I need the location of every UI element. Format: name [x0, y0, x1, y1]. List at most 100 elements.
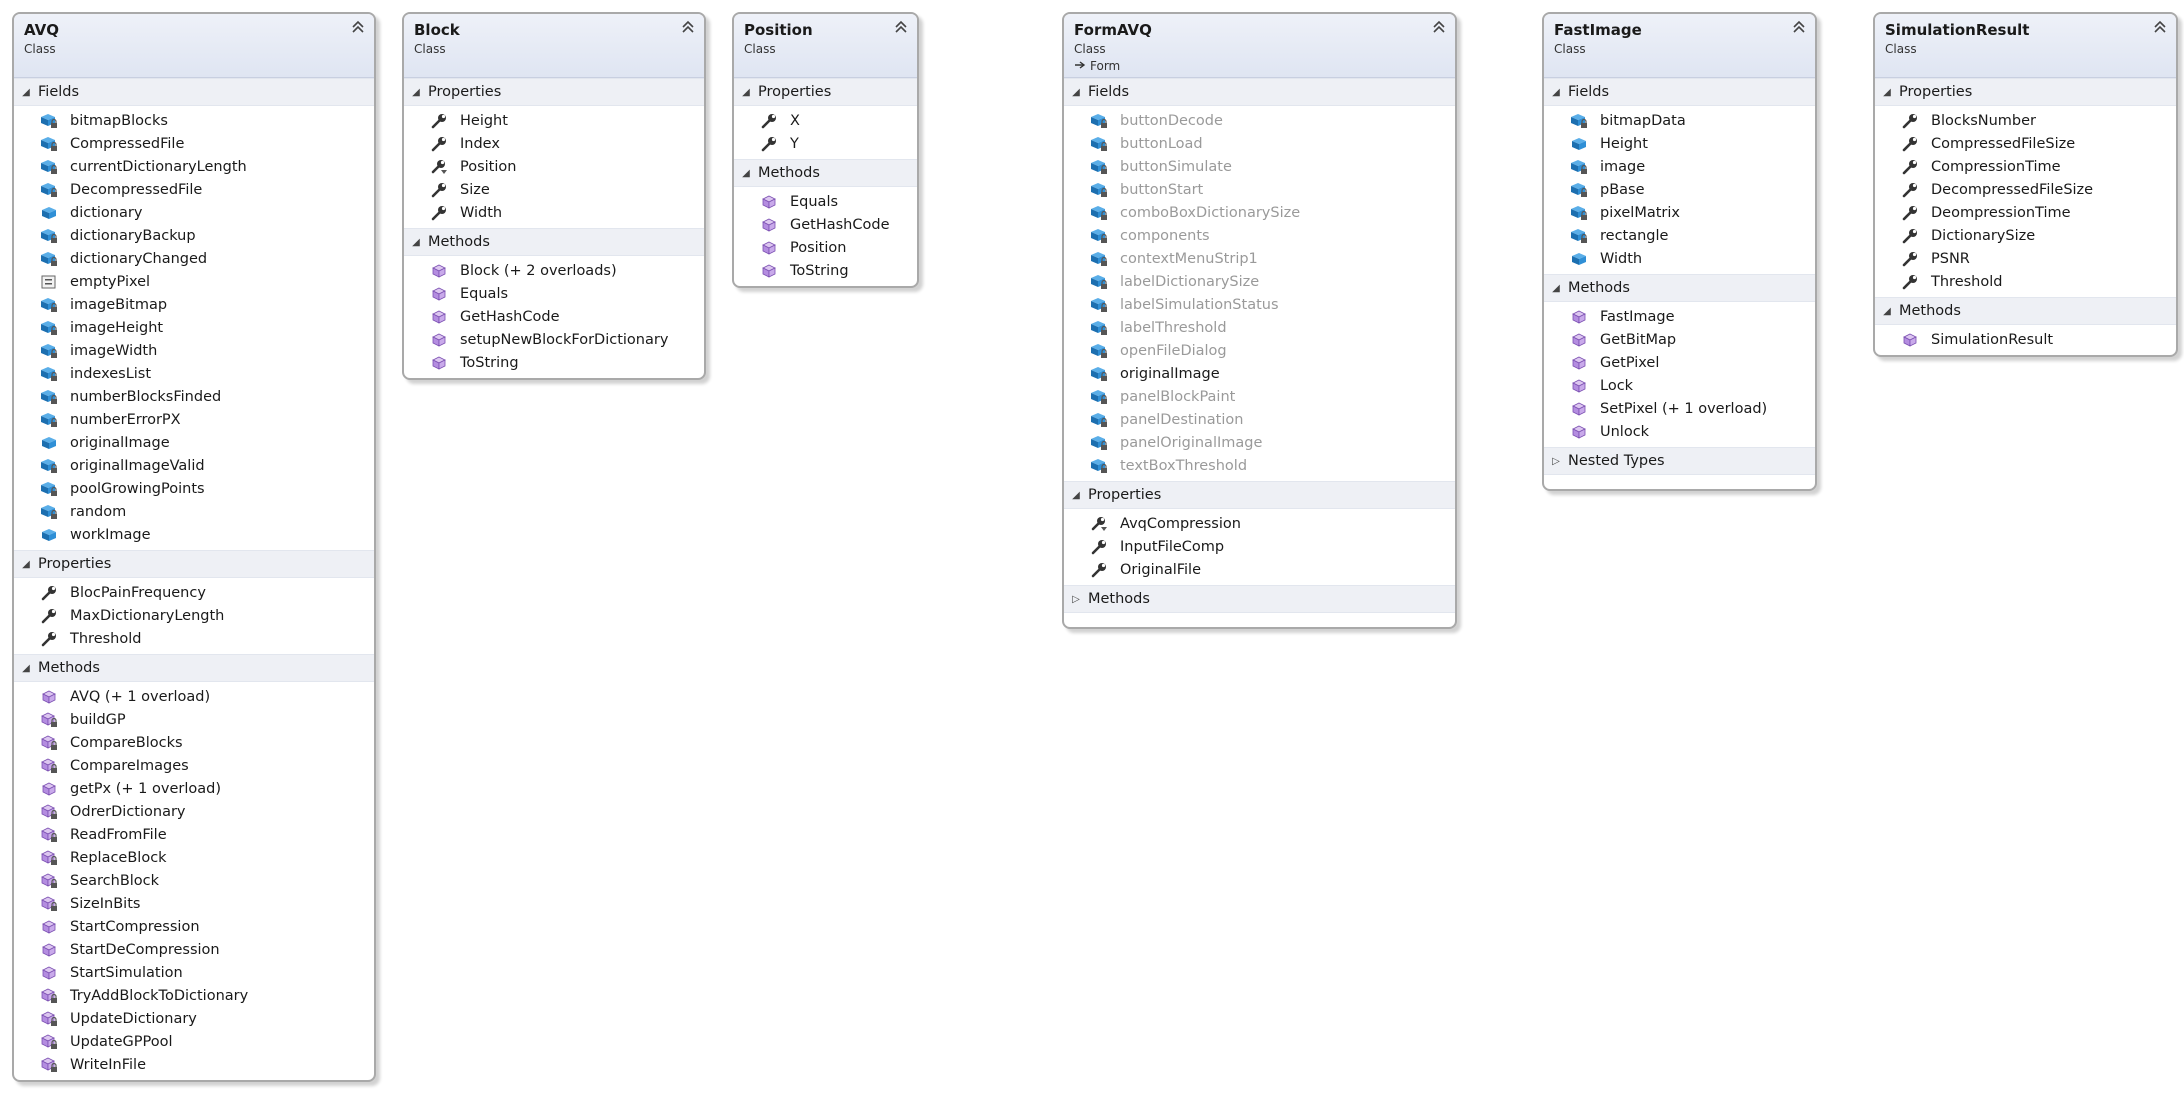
- member-row[interactable]: BlocksNumber: [1875, 109, 2176, 132]
- section-header-methods[interactable]: ◢Methods: [14, 654, 374, 682]
- expanded-triangle-icon[interactable]: ◢: [1883, 86, 1891, 98]
- member-row[interactable]: numberBlocksFinded: [14, 385, 374, 408]
- expanded-triangle-icon[interactable]: ◢: [1072, 489, 1080, 501]
- member-row[interactable]: CompressionTime: [1875, 155, 2176, 178]
- section-header-methods[interactable]: ▷Methods: [1064, 585, 1455, 613]
- member-row[interactable]: SizeInBits: [14, 892, 374, 915]
- member-row[interactable]: workImage: [14, 523, 374, 546]
- expanded-triangle-icon[interactable]: ◢: [1552, 282, 1560, 294]
- member-row[interactable]: Size: [404, 178, 704, 201]
- member-row[interactable]: imageWidth: [14, 339, 374, 362]
- collapsed-triangle-icon[interactable]: ▷: [1552, 455, 1560, 467]
- member-row[interactable]: Threshold: [14, 627, 374, 650]
- member-row[interactable]: WriteInFile: [14, 1053, 374, 1076]
- member-row[interactable]: textBoxThreshold: [1064, 454, 1455, 477]
- member-row[interactable]: buttonSimulate: [1064, 155, 1455, 178]
- member-row[interactable]: pixelMatrix: [1544, 201, 1815, 224]
- section-header-methods[interactable]: ◢Methods: [1544, 274, 1815, 302]
- member-row[interactable]: originalImage: [14, 431, 374, 454]
- section-header-fields[interactable]: ◢Fields: [1064, 78, 1455, 106]
- section-header-properties[interactable]: ◢Properties: [1064, 481, 1455, 509]
- member-row[interactable]: X: [734, 109, 917, 132]
- member-row[interactable]: imageHeight: [14, 316, 374, 339]
- expanded-triangle-icon[interactable]: ◢: [412, 86, 420, 98]
- member-row[interactable]: panelBlockPaint: [1064, 385, 1455, 408]
- member-row[interactable]: UpdateDictionary: [14, 1007, 374, 1030]
- member-row[interactable]: indexesList: [14, 362, 374, 385]
- member-row[interactable]: OriginalFile: [1064, 558, 1455, 581]
- section-header-properties[interactable]: ◢Properties: [734, 78, 917, 106]
- expanded-triangle-icon[interactable]: ◢: [412, 236, 420, 248]
- member-row[interactable]: currentDictionaryLength: [14, 155, 374, 178]
- member-row[interactable]: Width: [404, 201, 704, 224]
- member-row[interactable]: dictionary: [14, 201, 374, 224]
- expanded-triangle-icon[interactable]: ◢: [22, 662, 30, 674]
- expanded-triangle-icon[interactable]: ◢: [742, 86, 750, 98]
- member-row[interactable]: buttonDecode: [1064, 109, 1455, 132]
- member-row[interactable]: bitmapBlocks: [14, 109, 374, 132]
- member-row[interactable]: originalImage: [1064, 362, 1455, 385]
- member-row[interactable]: buildGP: [14, 708, 374, 731]
- collapse-class-icon[interactable]: [351, 19, 365, 35]
- section-header-nested-types[interactable]: ▷Nested Types: [1544, 447, 1815, 475]
- collapse-class-icon[interactable]: [1432, 19, 1446, 35]
- member-row[interactable]: random: [14, 500, 374, 523]
- member-row[interactable]: Height: [404, 109, 704, 132]
- member-row[interactable]: CompareImages: [14, 754, 374, 777]
- section-header-methods[interactable]: ◢Methods: [404, 228, 704, 256]
- member-row[interactable]: Y: [734, 132, 917, 155]
- member-row[interactable]: ToString: [734, 259, 917, 282]
- member-row[interactable]: BlocPainFrequency: [14, 581, 374, 604]
- member-row[interactable]: bitmapData: [1544, 109, 1815, 132]
- section-header-methods[interactable]: ◢Methods: [734, 159, 917, 187]
- member-row[interactable]: DecompressedFileSize: [1875, 178, 2176, 201]
- member-row[interactable]: poolGrowingPoints: [14, 477, 374, 500]
- member-row[interactable]: SearchBlock: [14, 869, 374, 892]
- member-row[interactable]: OdrerDictionary: [14, 800, 374, 823]
- member-row[interactable]: DictionarySize: [1875, 224, 2176, 247]
- expanded-triangle-icon[interactable]: ◢: [1552, 86, 1560, 98]
- collapse-class-icon[interactable]: [894, 19, 908, 35]
- member-row[interactable]: components: [1064, 224, 1455, 247]
- expanded-triangle-icon[interactable]: ◢: [1072, 86, 1080, 98]
- member-row[interactable]: labelDictionarySize: [1064, 270, 1455, 293]
- member-row[interactable]: Index: [404, 132, 704, 155]
- member-row[interactable]: StartDeCompression: [14, 938, 374, 961]
- member-row[interactable]: ReadFromFile: [14, 823, 374, 846]
- expanded-triangle-icon[interactable]: ◢: [1883, 305, 1891, 317]
- member-row[interactable]: CompressedFile: [14, 132, 374, 155]
- member-row[interactable]: dictionaryChanged: [14, 247, 374, 270]
- member-row[interactable]: numberErrorPX: [14, 408, 374, 431]
- member-row[interactable]: PSNR: [1875, 247, 2176, 270]
- member-row[interactable]: SetPixel (+ 1 overload): [1544, 397, 1815, 420]
- member-row[interactable]: SimulationResult: [1875, 328, 2176, 351]
- member-row[interactable]: Height: [1544, 132, 1815, 155]
- member-row[interactable]: CompareBlocks: [14, 731, 374, 754]
- member-row[interactable]: Threshold: [1875, 270, 2176, 293]
- member-row[interactable]: dictionaryBackup: [14, 224, 374, 247]
- member-row[interactable]: Equals: [734, 190, 917, 213]
- member-row[interactable]: CompressedFileSize: [1875, 132, 2176, 155]
- member-row[interactable]: openFileDialog: [1064, 339, 1455, 362]
- member-row[interactable]: buttonStart: [1064, 178, 1455, 201]
- member-row[interactable]: Position: [734, 236, 917, 259]
- member-row[interactable]: panelDestination: [1064, 408, 1455, 431]
- member-row[interactable]: buttonLoad: [1064, 132, 1455, 155]
- expanded-triangle-icon[interactable]: ◢: [742, 167, 750, 179]
- member-row[interactable]: StartCompression: [14, 915, 374, 938]
- member-row[interactable]: pBase: [1544, 178, 1815, 201]
- member-row[interactable]: Block (+ 2 overloads): [404, 259, 704, 282]
- member-row[interactable]: Equals: [404, 282, 704, 305]
- collapse-class-icon[interactable]: [2153, 19, 2167, 35]
- member-row[interactable]: GetPixel: [1544, 351, 1815, 374]
- member-row[interactable]: comboBoxDictionarySize: [1064, 201, 1455, 224]
- member-row[interactable]: GetHashCode: [734, 213, 917, 236]
- member-row[interactable]: MaxDictionaryLength: [14, 604, 374, 627]
- section-header-fields[interactable]: ◢Fields: [1544, 78, 1815, 106]
- member-row[interactable]: ToString: [404, 351, 704, 374]
- member-row[interactable]: InputFileComp: [1064, 535, 1455, 558]
